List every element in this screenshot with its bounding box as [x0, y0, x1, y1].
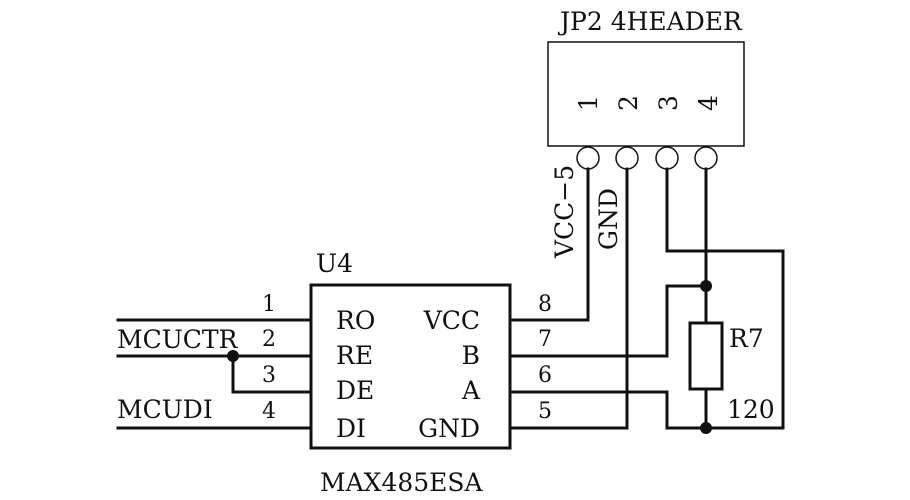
header-pin-2-terminal [615, 146, 639, 170]
a-line-wire [508, 390, 708, 430]
resistor-ref-label: R7 [729, 324, 764, 353]
ic-pin-a-name: A [461, 376, 481, 405]
mcuctr-net-label: MCUCTR [117, 325, 239, 354]
de-wire [231, 354, 313, 394]
ic-ref-label: U4 [316, 249, 353, 278]
ic-pin-7-number: 7 [538, 327, 552, 352]
ic-pin-gnd-name: GND [418, 414, 480, 443]
ic-body [309, 283, 512, 450]
a-line-junction-dot [700, 422, 712, 434]
vcc-wire [508, 167, 590, 322]
header-pin-3-number: 3 [654, 95, 683, 111]
ic-pin-vcc-name: VCC [423, 306, 480, 335]
header-pin-2-number: 2 [614, 95, 643, 111]
header-pin-3-terminal [655, 146, 679, 170]
ic-pin-b-name: B [462, 341, 480, 370]
ic-pin-3-number: 3 [262, 363, 276, 388]
ic-part-label: MAX485ESA [320, 468, 484, 497]
ic-pin-8-number: 8 [538, 292, 552, 317]
mcuctr-junction-dot [227, 350, 239, 362]
ic-pin-4-number: 4 [262, 399, 276, 424]
header-pin-4-terminal [694, 146, 718, 170]
gnd-net-label: GND [594, 188, 623, 250]
header-pin-1-number: 1 [574, 95, 603, 111]
ic-pin-5-number: 5 [538, 399, 552, 424]
ic-pin-de-name: DE [336, 376, 374, 405]
ic-pin-re-name: RE [336, 341, 373, 370]
ic-pin-2-number: 2 [262, 327, 276, 352]
header-body [547, 41, 745, 147]
mcudi-net-label: MCUDI [117, 395, 213, 424]
ic-pin-6-number: 6 [538, 363, 552, 388]
header-pin-4-number: 4 [694, 95, 723, 111]
ic-pin-ro-name: RO [336, 306, 375, 335]
ic-pin-di-name: DI [336, 414, 366, 443]
b-line-wire [508, 284, 708, 358]
header-pin-1-terminal [576, 146, 600, 170]
b-line-junction-dot [700, 280, 712, 292]
resistor-value-label: 120 [727, 395, 775, 424]
ic-pin-1-number: 1 [262, 292, 276, 317]
vcc-net-label: VCC−5 [550, 165, 579, 259]
resistor-body [688, 321, 724, 391]
header-pin-3-wire [665, 167, 785, 430]
gnd-wire [508, 167, 629, 430]
header-label: JP2 4HEADER [557, 7, 743, 36]
